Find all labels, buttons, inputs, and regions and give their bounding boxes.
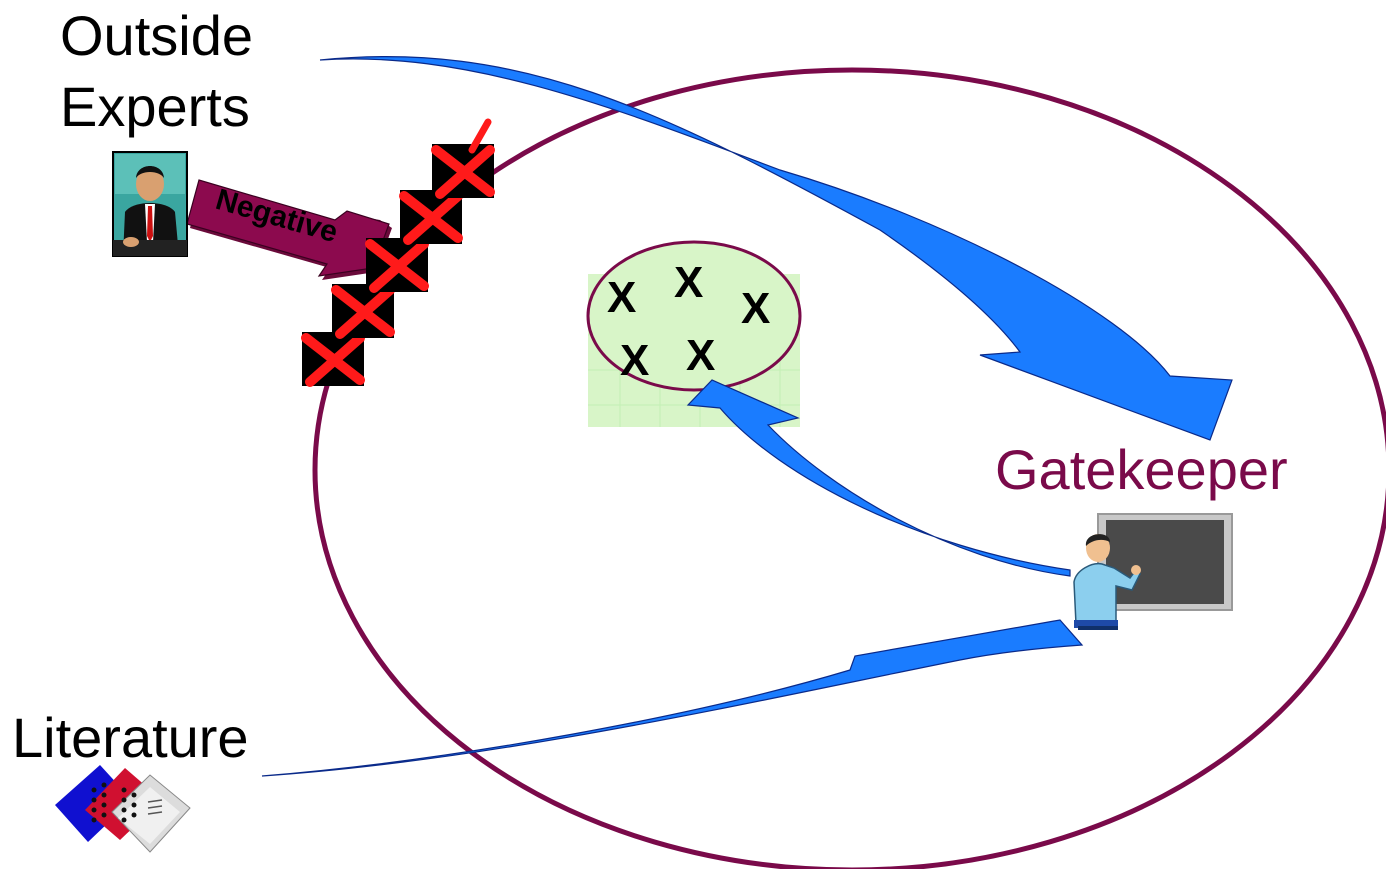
organization-boundary (312, 67, 1386, 869)
red-x-icon (431, 118, 495, 199)
gatekeeper-to-group-arrow (686, 379, 1071, 577)
literature-to-gatekeeper-arrow (261, 619, 1084, 777)
inner-group-circle (586, 240, 802, 392)
group-member-mark: X (607, 273, 636, 322)
group-member-mark: X (620, 336, 649, 385)
businessman-icon (112, 151, 188, 257)
outside-experts-label-line2: Experts (60, 75, 250, 138)
group-member-mark: X (674, 258, 703, 307)
literature-label: Literature (12, 706, 249, 769)
blocked-chain (301, 118, 495, 387)
outside-experts-label-line1: Outside (60, 4, 253, 67)
negative-arrow: Negative (186, 179, 392, 280)
group-member-mark: X (741, 284, 770, 333)
teacher-at-blackboard-icon (1073, 513, 1233, 630)
documents-stack-icon (55, 765, 191, 853)
red-x-icon (365, 238, 429, 293)
red-x-icon (301, 332, 365, 387)
red-x-icon (331, 284, 395, 339)
experts-to-gatekeeper-arrow (319, 56, 1233, 441)
red-x-icon (399, 190, 463, 245)
group-member-mark: X (686, 331, 715, 380)
gatekeeper-label: Gatekeeper (995, 438, 1288, 501)
